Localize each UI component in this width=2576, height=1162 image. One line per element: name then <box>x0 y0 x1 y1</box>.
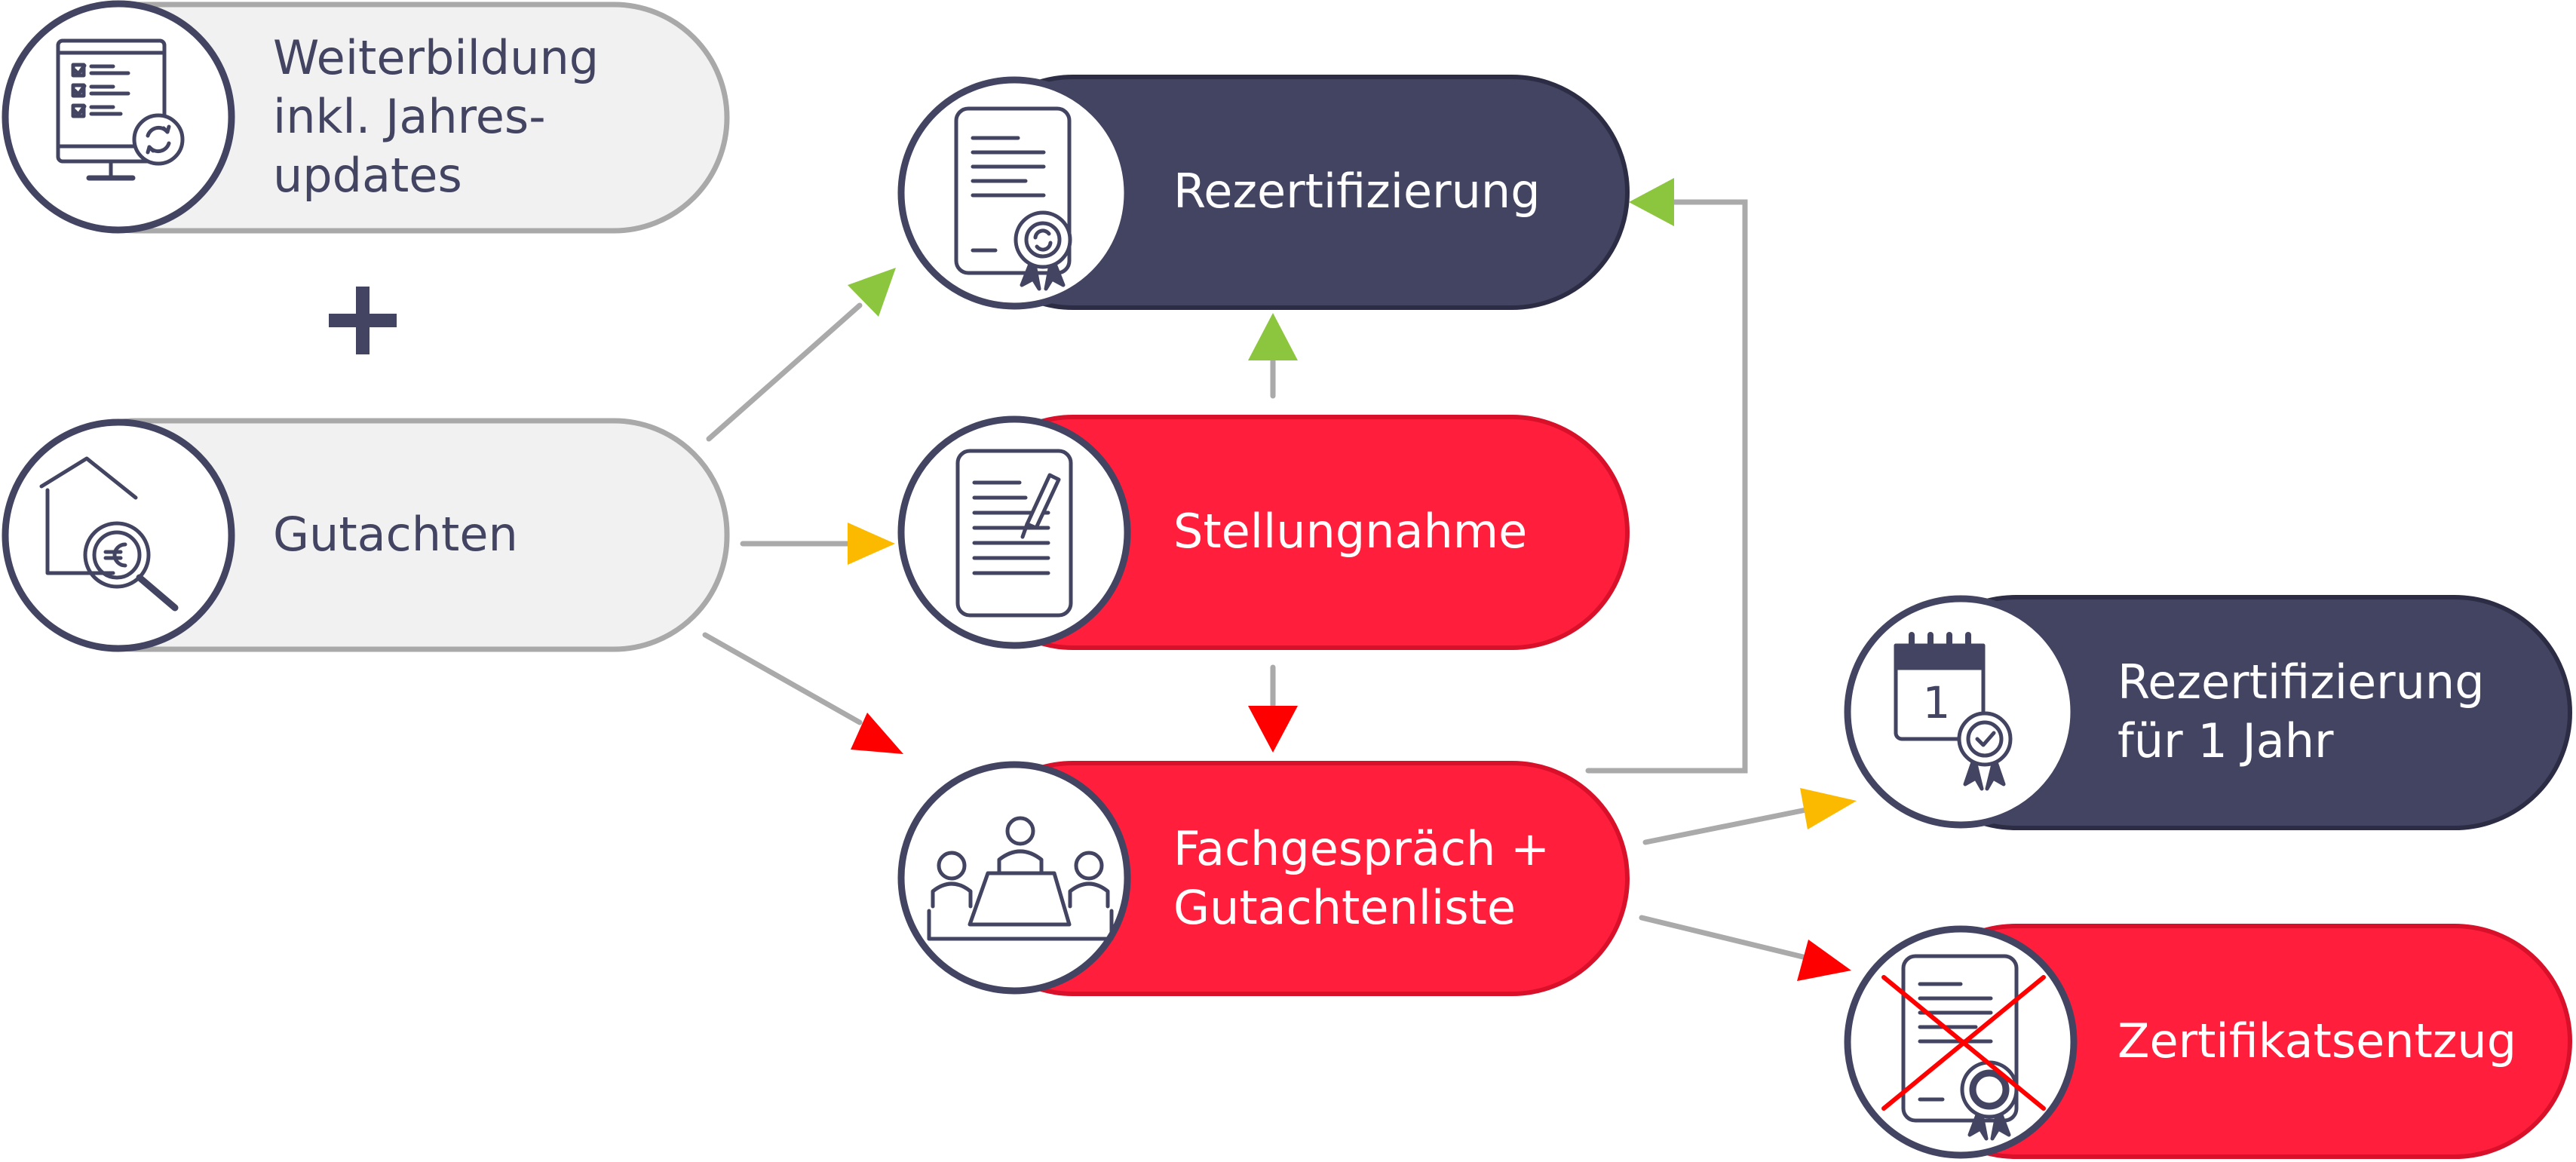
node-rezert-1jahr <box>1844 595 2572 830</box>
arrowhead-yellow <box>1800 788 1857 829</box>
node-icon-circle <box>2 0 235 234</box>
calendar-rosette-icon: 1 <box>1894 632 2013 791</box>
label-fachgespraech: Fachgespräch + Gutachtenliste <box>1173 821 1550 935</box>
arrowhead-red <box>1797 940 1851 981</box>
edge-gutachten-fachgespraech <box>702 632 863 725</box>
edge-fachgespraech-rezertifizierung <box>1585 199 1748 774</box>
house-euro-magnifier-icon <box>39 456 179 612</box>
label-entzug: Zertifikatsentzug <box>2118 1013 2517 1068</box>
arrowhead-red <box>851 713 903 754</box>
edge-fachgespraech-rezert-1jahr <box>1642 806 1813 845</box>
arrowhead-red <box>1248 706 1298 753</box>
label-gutachten: Gutachten <box>273 507 518 562</box>
label-rezert-1jahr: Rezertifizierung für 1 Jahr <box>2118 655 2485 768</box>
crossed-certificate-icon <box>1881 954 2046 1141</box>
node-gutachten <box>2 418 730 652</box>
arrowhead-green <box>1629 178 1674 226</box>
plus-icon <box>329 287 397 354</box>
arrowhead-green <box>848 268 896 317</box>
label-weiterbildung: Weiterbildung inkl. Jahres- updates <box>273 30 600 203</box>
node-weiterbildung <box>2 0 730 234</box>
node-icon-circle <box>1844 595 2078 829</box>
certificate-rosette-icon <box>954 106 1072 291</box>
node-icon-circle <box>897 415 1131 649</box>
svg-text:1: 1 <box>1923 677 1951 728</box>
node-icon-circle <box>2 419 235 652</box>
meeting-table-icon <box>927 816 1114 941</box>
label-rezertifizierung: Rezertifizierung <box>1173 164 1541 219</box>
monitor-checklist-icon <box>56 38 185 181</box>
document-pen-icon <box>955 449 1073 618</box>
label-stellungnahme: Stellungnahme <box>1173 504 1528 559</box>
edge-fachgespraech-entzug <box>1639 915 1809 961</box>
arrowhead-green <box>1248 313 1298 360</box>
edge-gutachten-rezertifizierung <box>706 302 863 442</box>
arrowhead-yellow <box>848 523 895 565</box>
